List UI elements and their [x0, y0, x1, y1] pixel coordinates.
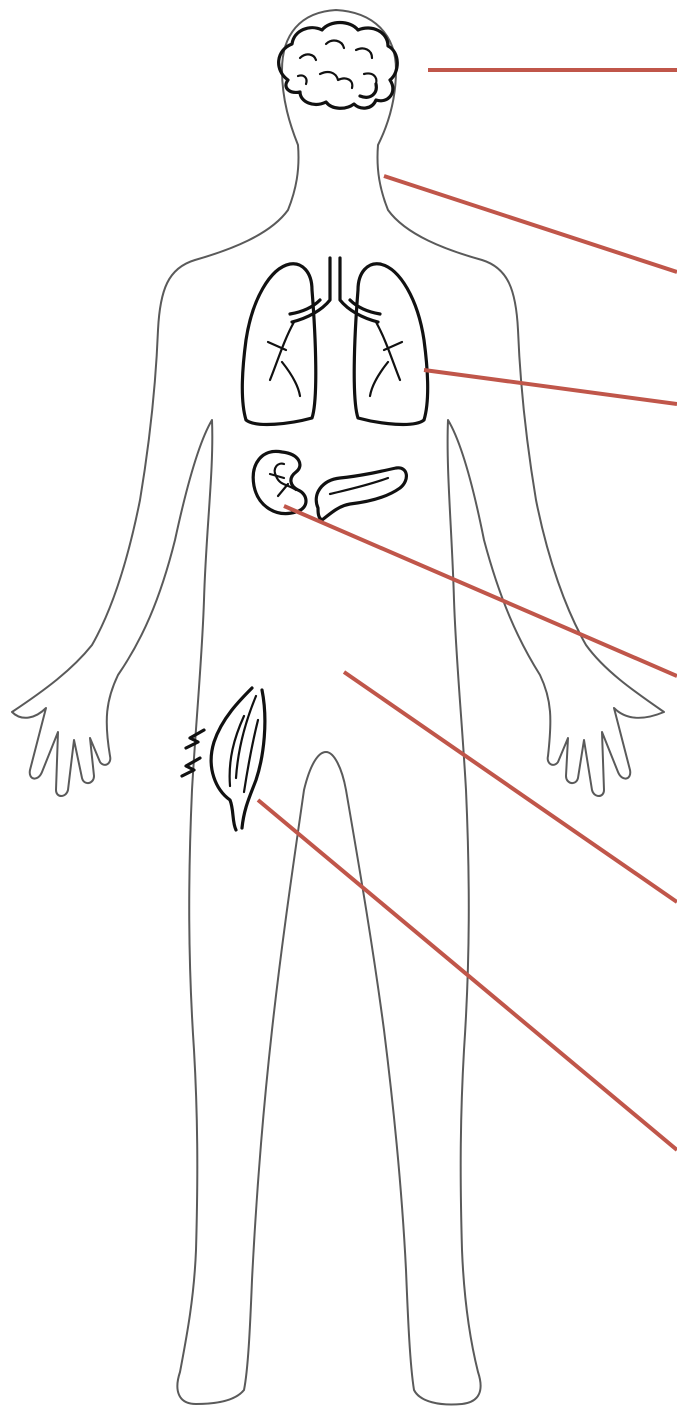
brain-icon [279, 23, 398, 109]
abdomen-leader-line [344, 672, 677, 902]
kidney-icon [253, 451, 306, 513]
lungs-leader-line [424, 370, 677, 404]
lungs-icon [242, 258, 428, 424]
body-silhouette [12, 10, 664, 1404]
kidney-leader-line [284, 506, 677, 676]
neck-leader-line [384, 176, 677, 272]
body-outline [12, 10, 664, 1404]
pancreas-icon [316, 468, 406, 520]
